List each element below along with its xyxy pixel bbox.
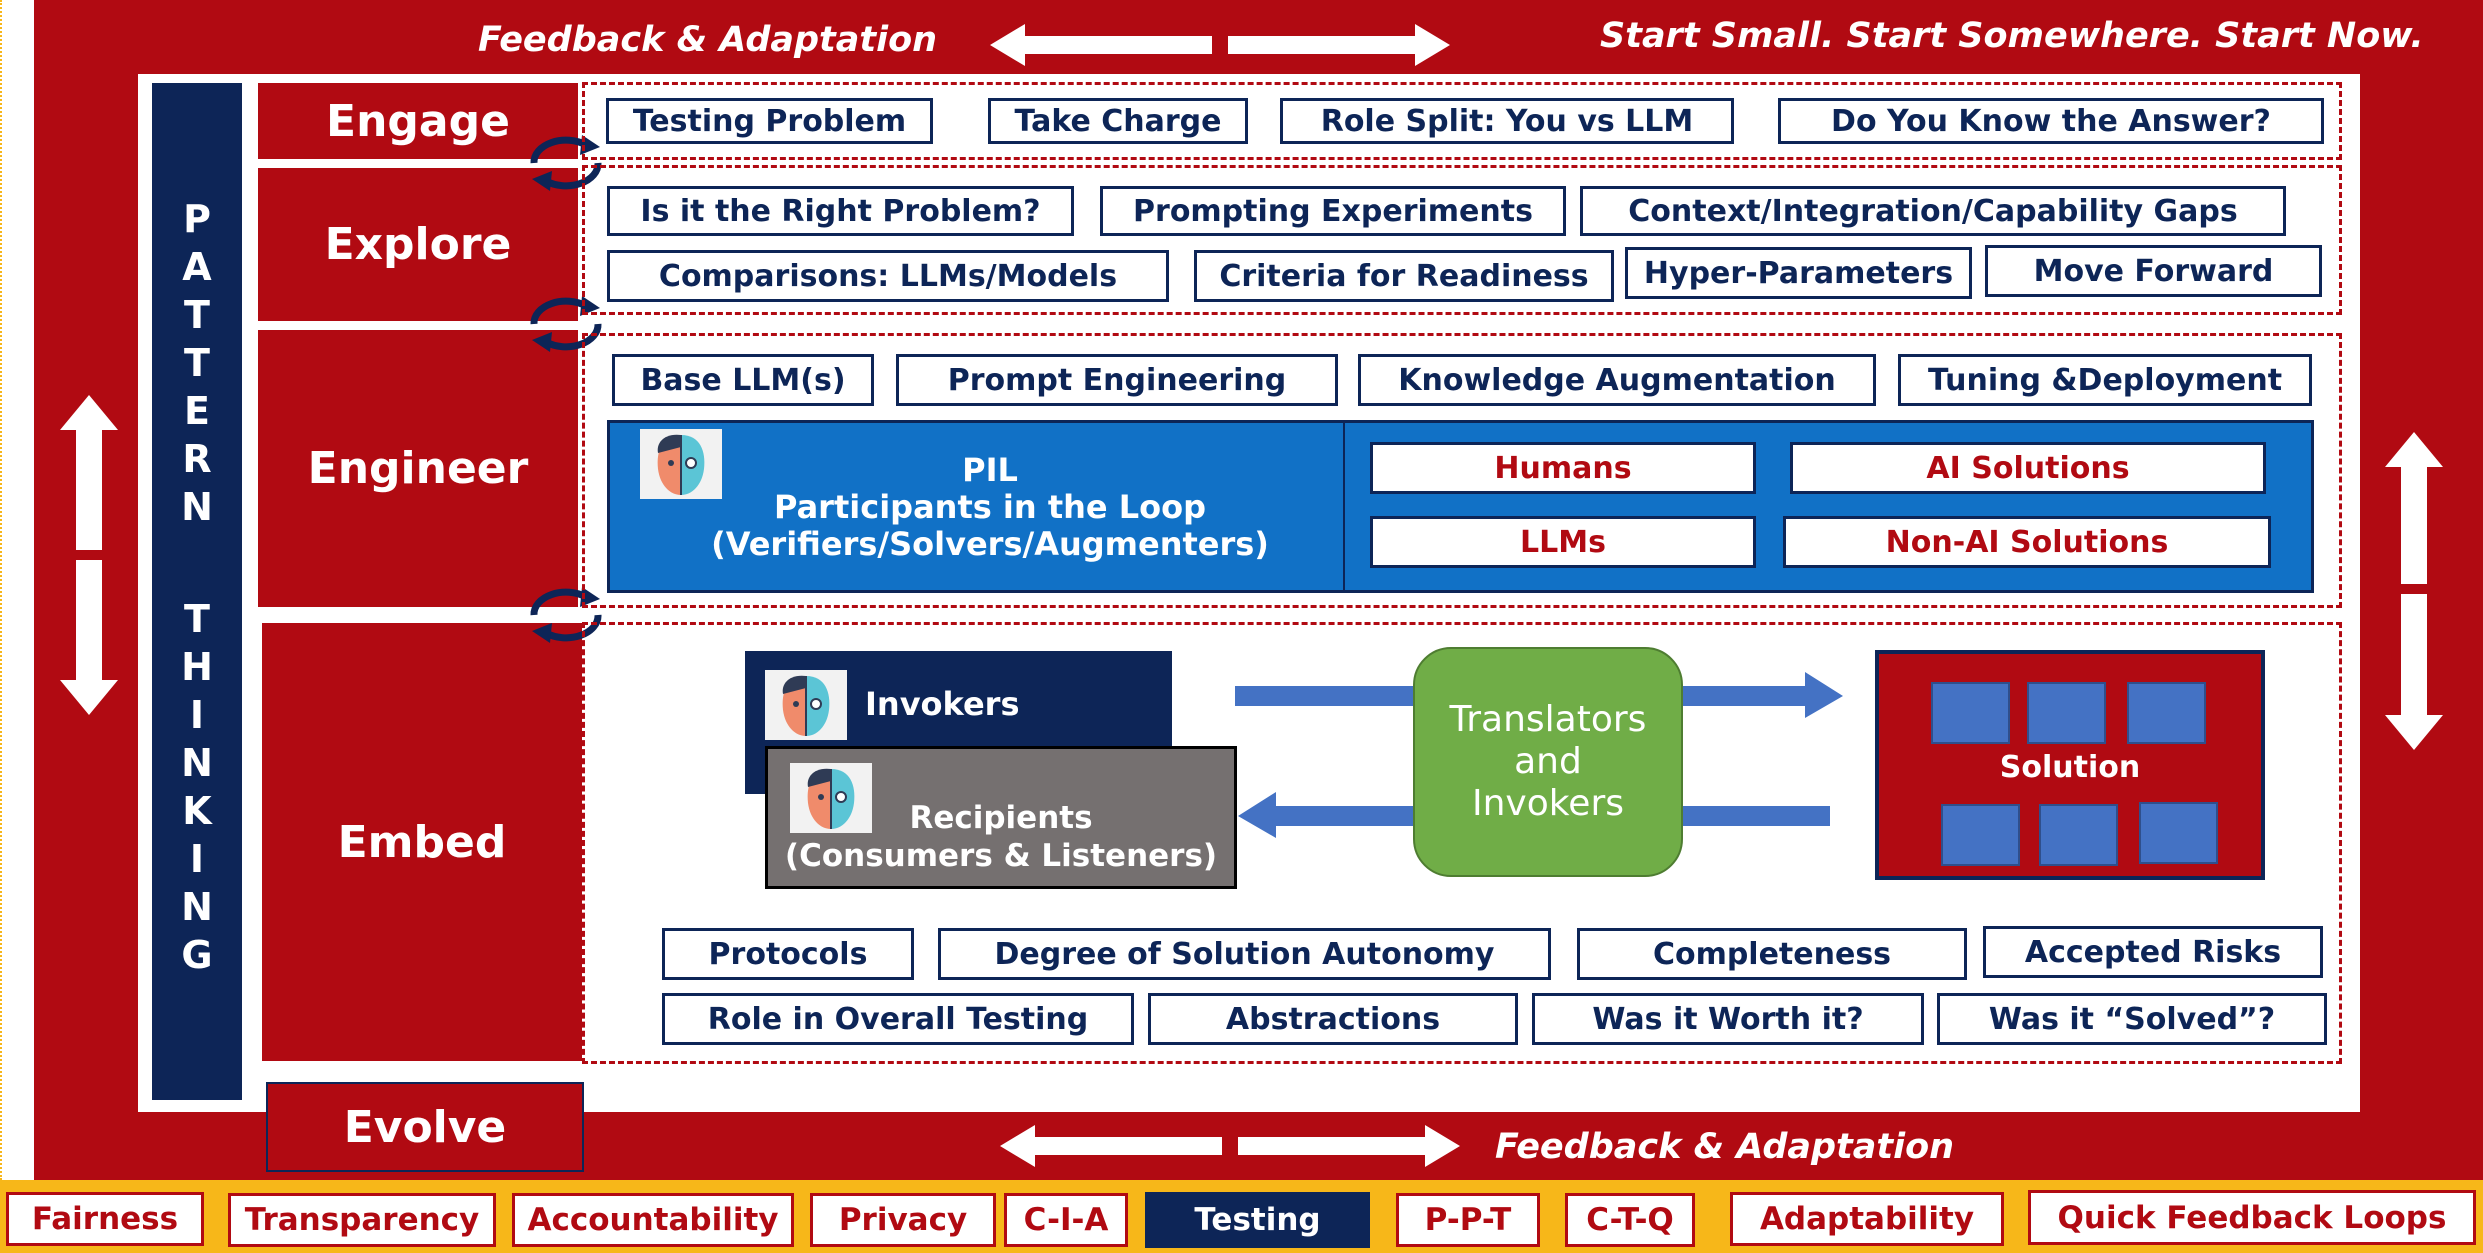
explore-item: Hyper-Parameters xyxy=(1625,247,1972,299)
thinking-word: T H I N K I N G xyxy=(152,595,242,979)
letter: N xyxy=(181,885,213,929)
engage-item: Testing Problem xyxy=(606,98,933,144)
letter: T xyxy=(184,293,210,337)
embed-item: Accepted Risks xyxy=(1983,926,2323,978)
letter: T xyxy=(184,597,210,641)
letter: G xyxy=(181,933,213,977)
principle-cia: C-I-A xyxy=(1004,1193,1128,1247)
principle-transparency: Transparency xyxy=(228,1193,496,1247)
translators-line: Invokers xyxy=(1471,783,1625,824)
pil-divider xyxy=(1343,423,1345,590)
letter: H xyxy=(181,645,213,689)
letter: I xyxy=(189,693,205,737)
top-feedback-label: Feedback & Adaptation xyxy=(478,20,938,60)
letter: T xyxy=(184,341,210,385)
letter: N xyxy=(181,485,213,529)
engineer-item: Prompt Engineering xyxy=(896,354,1338,406)
letter: P xyxy=(183,197,211,241)
human-ai-face-icon xyxy=(765,670,847,740)
principle-ctq: C-T-Q xyxy=(1565,1193,1695,1247)
engineer-item: Base LLM(s) xyxy=(612,354,874,406)
stage-engineer: Engineer xyxy=(258,330,578,607)
embed-item: Completeness xyxy=(1577,928,1967,980)
engineer-item: Tuning &Deployment xyxy=(1898,354,2312,406)
solution-component xyxy=(1931,682,2010,744)
engage-section xyxy=(582,82,2342,160)
top-double-arrow-icon xyxy=(990,24,1450,66)
recipients-sublabel: (Consumers & Listeners) xyxy=(784,838,1218,874)
explore-section xyxy=(582,165,2342,315)
left-margin xyxy=(0,0,34,1180)
pil-participant-llms: LLMs xyxy=(1370,516,1756,568)
letter: A xyxy=(182,245,212,289)
translators-line: and xyxy=(1514,741,1582,782)
stage-embed: Embed xyxy=(262,623,582,1061)
recipients-label: Recipients xyxy=(909,800,1093,836)
embed-item: Role in Overall Testing xyxy=(662,993,1134,1045)
solution-label: Solution xyxy=(1999,750,2141,785)
principle-ppt: P-P-T xyxy=(1396,1193,1540,1247)
embed-item: Abstractions xyxy=(1148,993,1518,1045)
pil-roles: (Verifiers/Solvers/Augmenters) xyxy=(711,525,1269,563)
solution-component xyxy=(2027,682,2106,744)
translators-box: Translators and Invokers xyxy=(1413,647,1683,877)
solution-component xyxy=(1941,804,2020,866)
principle-adaptability: Adaptability xyxy=(1730,1192,2004,1246)
engage-item: Do You Know the Answer? xyxy=(1778,98,2324,144)
solution-component xyxy=(2039,804,2118,866)
explore-item: Comparisons: LLMs/Models xyxy=(607,250,1169,302)
solution-component xyxy=(2139,802,2218,864)
principle-privacy: Privacy xyxy=(810,1193,996,1247)
principle-fairness: Fairness xyxy=(6,1192,204,1246)
pil-subtitle: Participants in the Loop xyxy=(773,488,1206,526)
pil-participant-non-ai: Non-AI Solutions xyxy=(1783,516,2271,568)
bottom-double-arrow-icon xyxy=(1000,1125,1460,1167)
letter: K xyxy=(182,789,212,833)
embed-item: Was it Worth it? xyxy=(1532,993,1924,1045)
bottom-feedback-label: Feedback & Adaptation xyxy=(1495,1127,1955,1167)
principle-quick-feedback-loops: Quick Feedback Loops xyxy=(2028,1190,2476,1245)
explore-item: Context/Integration/Capability Gaps xyxy=(1580,186,2286,236)
cycle-icon xyxy=(530,587,602,643)
slogan: Start Small. Start Somewhere. Start Now. xyxy=(1600,16,2424,56)
solution-component xyxy=(2127,682,2206,744)
human-ai-face-icon xyxy=(790,763,872,833)
letter: I xyxy=(189,837,205,881)
human-ai-face-icon xyxy=(640,429,722,499)
embed-section xyxy=(582,622,2342,1064)
stage-engage: Engage xyxy=(258,83,578,159)
pil-participant-ai: AI Solutions xyxy=(1790,442,2266,494)
pattern-word: P A T T E R N xyxy=(152,195,242,531)
explore-item: Is it the Right Problem? xyxy=(607,186,1074,236)
cycle-icon xyxy=(530,135,602,191)
stage-explore: Explore xyxy=(258,168,578,321)
right-vertical-arrow-icon xyxy=(2385,432,2443,750)
solution-box: Solution xyxy=(1875,650,2265,880)
explore-item: Move Forward xyxy=(1985,245,2322,297)
letter: R xyxy=(182,437,212,481)
engage-item: Take Charge xyxy=(988,98,1248,144)
engineer-item: Knowledge Augmentation xyxy=(1358,354,1876,406)
stage-evolve: Evolve xyxy=(266,1082,584,1172)
explore-item: Prompting Experiments xyxy=(1100,186,1566,236)
letter: E xyxy=(184,389,210,433)
engineer-section xyxy=(582,333,2342,608)
pil-title: PIL xyxy=(962,451,1018,489)
embed-item: Was it “Solved”? xyxy=(1937,993,2327,1045)
explore-item: Criteria for Readiness xyxy=(1194,250,1614,302)
letter: N xyxy=(181,741,213,785)
embed-item: Protocols xyxy=(662,928,914,980)
pattern-thinking-bar: P A T T E R N T H I N K I N G xyxy=(152,83,242,1100)
pil-participant-humans: Humans xyxy=(1370,442,1756,494)
embed-item: Degree of Solution Autonomy xyxy=(938,928,1551,980)
principle-testing: Testing xyxy=(1145,1192,1370,1248)
left-vertical-arrow-icon xyxy=(60,395,118,715)
engage-item: Role Split: You vs LLM xyxy=(1280,98,1734,144)
principle-accountability: Accountability xyxy=(512,1193,794,1247)
translators-line: Translators xyxy=(1449,699,1647,740)
invokers-label: Invokers xyxy=(865,685,1020,723)
cycle-icon xyxy=(530,296,602,352)
